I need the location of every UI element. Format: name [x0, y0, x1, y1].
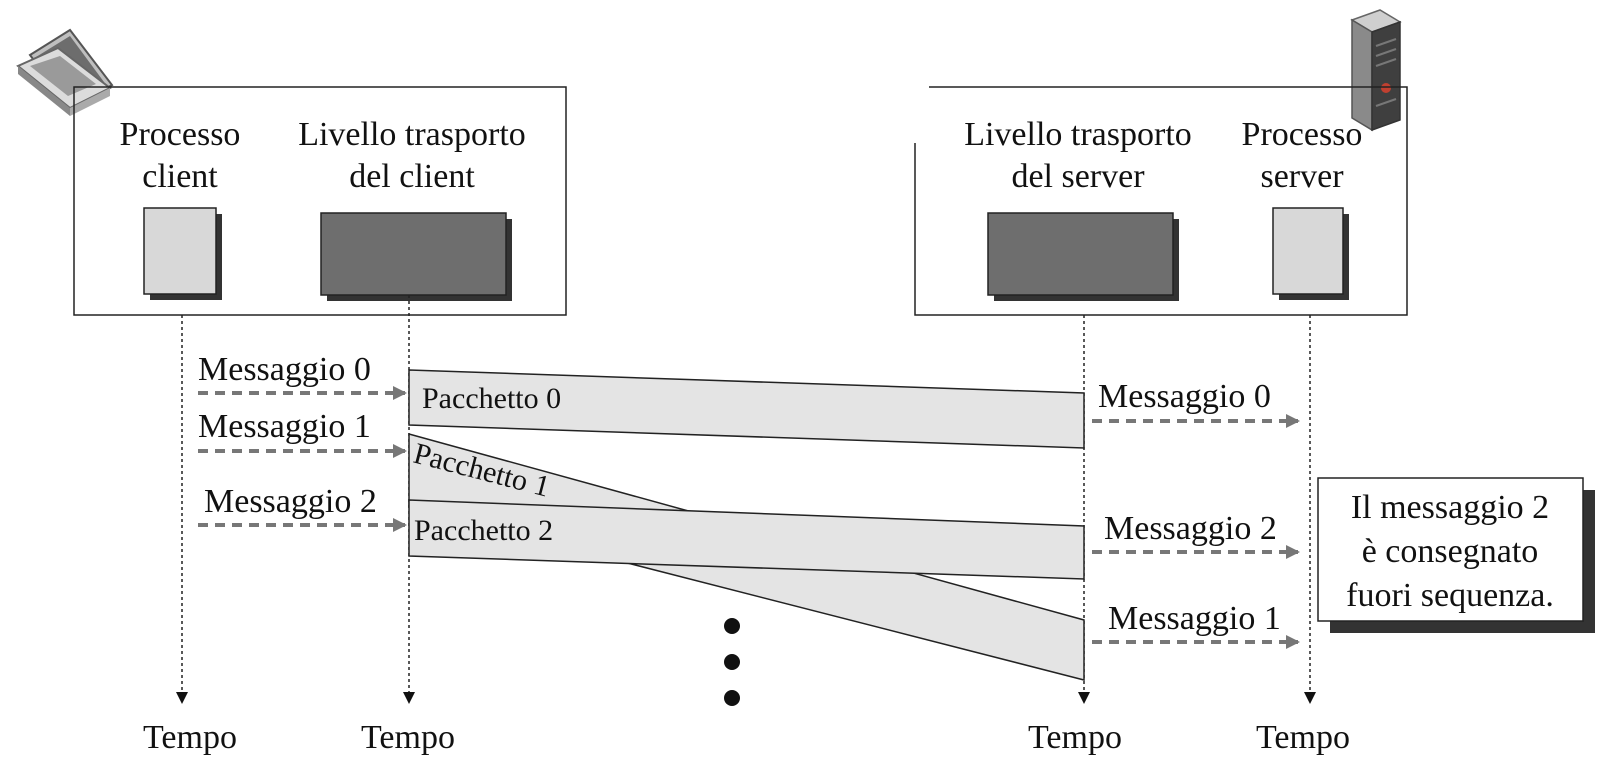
server-process-label-line2: server: [1260, 158, 1344, 195]
time-label-server-transport: Tempo: [1028, 719, 1122, 756]
client-process-label-line2: client: [142, 158, 218, 195]
server-process-block: [1272, 207, 1349, 300]
time-label-client-transport: Tempo: [361, 719, 455, 756]
server-transport-label-line2: del server: [1011, 158, 1145, 195]
packet-2-label: Pacchetto 2: [414, 514, 553, 547]
note-line-3: fuori sequenza.: [1346, 577, 1554, 614]
client-message-0-label: Messaggio 0: [198, 351, 371, 388]
server-message-1-label: Messaggio 1: [1108, 600, 1281, 637]
note-line-1: Il messaggio 2: [1351, 489, 1549, 526]
server-message-0-label: Messaggio 0: [1098, 378, 1271, 415]
client-host-frame: [73, 86, 567, 316]
server-transport-label-line1: Livello trasporto: [964, 116, 1192, 153]
client-transport-label-line2: del client: [349, 158, 475, 195]
time-label-client-process: Tempo: [143, 719, 237, 756]
client-process-block: [143, 207, 222, 300]
client-process-label-line1: Processo: [120, 116, 241, 153]
packet-0-band: [408, 369, 1085, 449]
out-of-order-note: Il messaggio 2 è consegnato fuori sequen…: [1317, 477, 1595, 633]
note-line-2: è consegnato: [1362, 533, 1539, 570]
server-host-frame: [914, 86, 1408, 316]
packet-2-band: [408, 499, 1085, 580]
client-message-1-label: Messaggio 1: [198, 408, 371, 445]
client-transport-block: [320, 212, 512, 301]
client-message-2-label: Messaggio 2: [204, 483, 377, 520]
server-tower-icon: [1350, 9, 1402, 132]
server-process-label-line1: Processo: [1242, 116, 1363, 153]
time-label-server-process: Tempo: [1256, 719, 1350, 756]
packet-0-label: Pacchetto 0: [422, 382, 561, 415]
laptop-icon: [16, 28, 114, 116]
server-message-2-label: Messaggio 2: [1104, 510, 1277, 547]
server-transport-block: [987, 212, 1179, 301]
continuation-dots: [724, 618, 740, 706]
client-transport-label-line1: Livello trasporto: [298, 116, 526, 153]
